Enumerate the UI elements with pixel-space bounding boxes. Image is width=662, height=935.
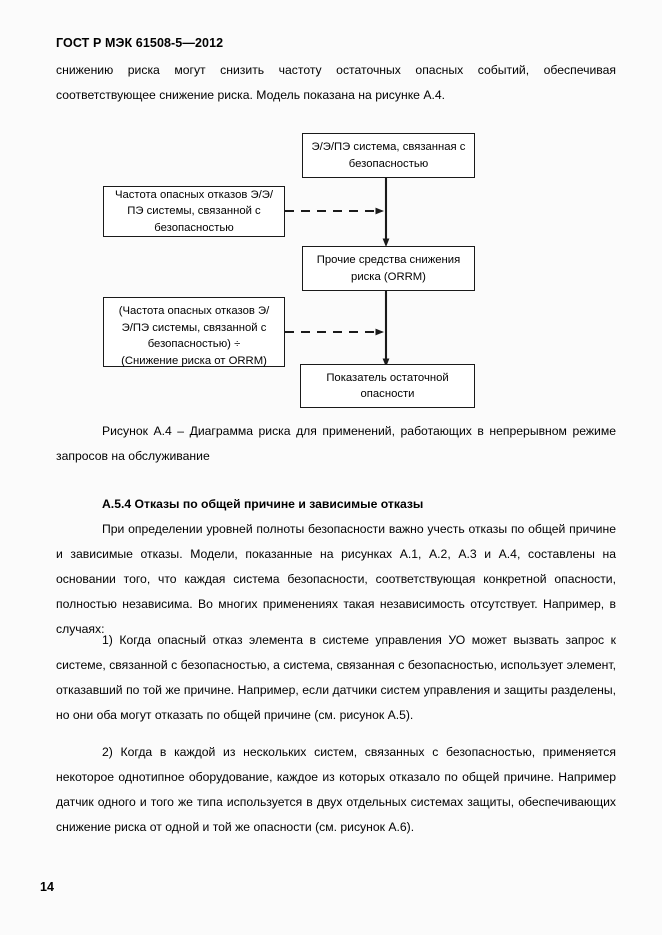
paragraph-list-item-1: 1) Когда опасный отказ элемента в систем… xyxy=(56,633,616,722)
paragraph-intro: снижению риска могут снизить частоту ост… xyxy=(56,63,616,102)
diagram-box-residual-formula: (Частота опасных отказов Э/ Э/ПЭ системы… xyxy=(103,297,285,367)
page-number: 14 xyxy=(40,880,54,894)
section-heading-a54: А.5.4 Отказы по общей причине и зависимы… xyxy=(102,497,424,511)
diagram-box-eeps-system: Э/Э/ПЭ система, связанная с безопасность… xyxy=(302,133,475,178)
diagram-box-orrm: Прочие средства снижения риска (ORRM) xyxy=(302,246,475,291)
document-header-standard-number: ГОСТ Р МЭК 61508-5—2012 xyxy=(56,36,224,50)
diagram-box-residual-risk: Показатель остаточной опасности xyxy=(300,364,475,408)
paragraph-body-1: При определении уровней полноты безопасн… xyxy=(56,522,616,636)
paragraph-list-item-2: 2) Когда в каждой из нескольких систем, … xyxy=(56,745,616,834)
figure-caption-a4: Рисунок А.4 – Диаграмма риска для примен… xyxy=(56,424,616,463)
diagram-box-failure-rate: Частота опасных отказов Э/Э/ПЭ системы, … xyxy=(103,186,285,237)
